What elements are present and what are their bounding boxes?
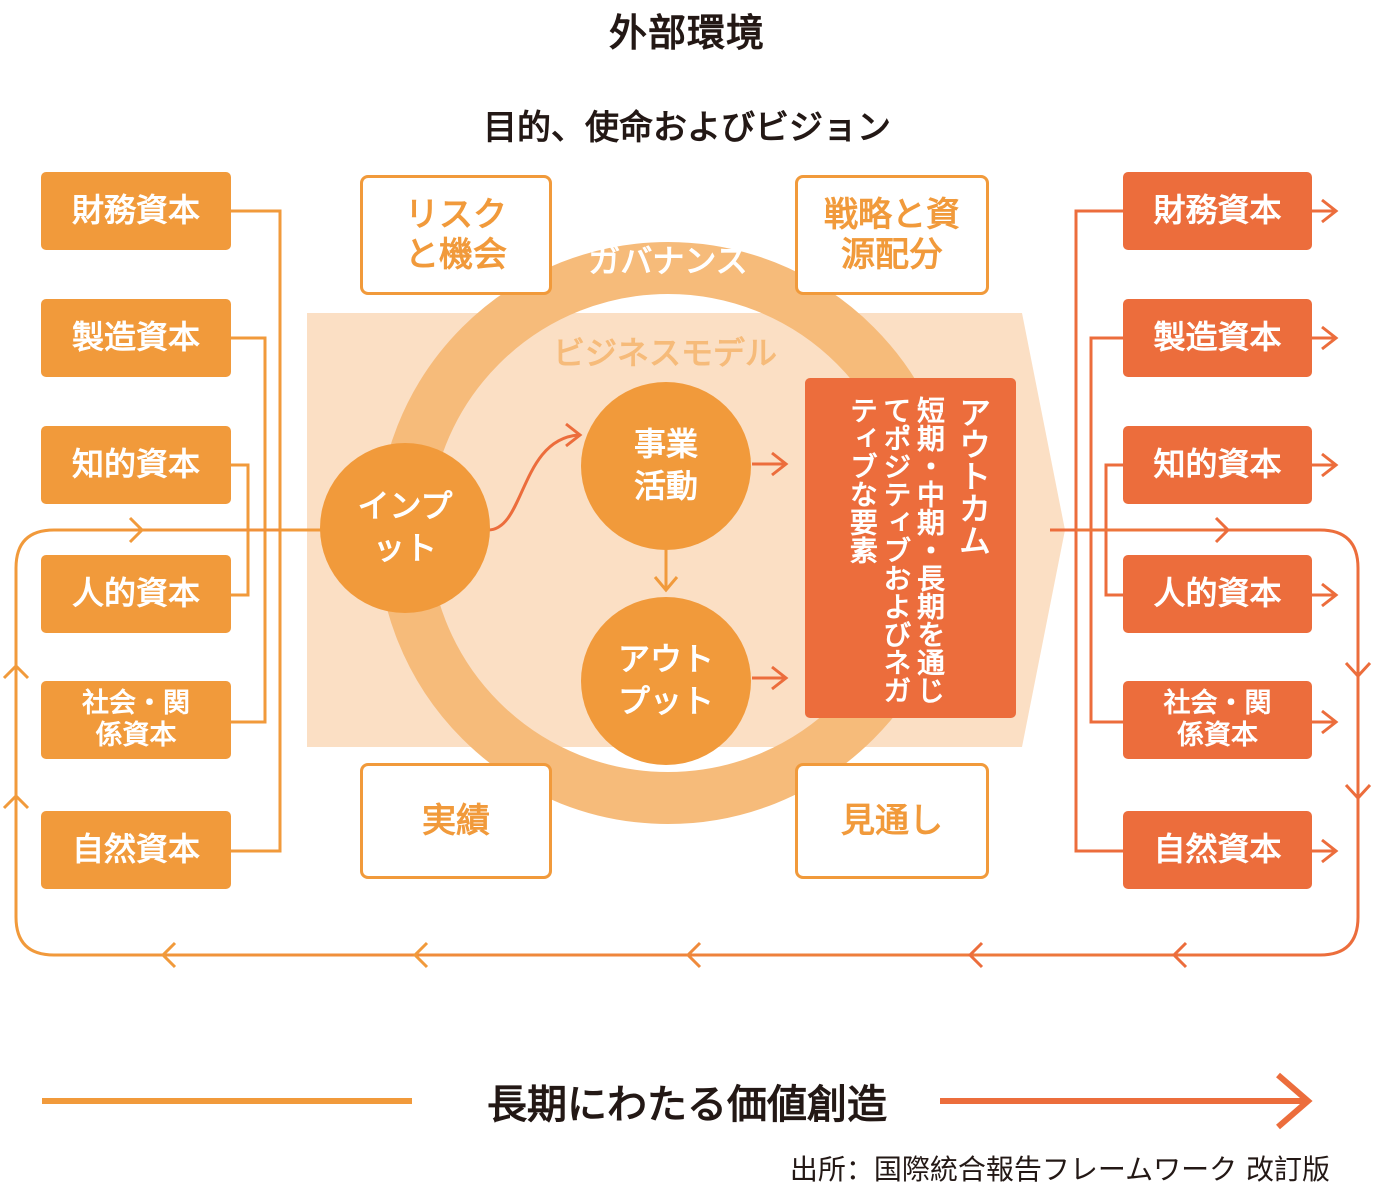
left-capital-intellectual: 知的資本	[41, 426, 231, 504]
outcome-title: アウトカム	[954, 396, 992, 556]
long-term-value-creation-label: 長期にわたる価値創造	[487, 1082, 887, 1128]
page-title: 外部環境	[608, 11, 765, 55]
strategy-resource-allocation-box: 戦略と資源配分	[795, 175, 989, 295]
right-capital-social-relationship: 社会・関係資本	[1123, 681, 1312, 759]
right-capital-manufactured: 製造資本	[1123, 299, 1312, 377]
performance-box: 実績	[360, 763, 552, 879]
left-capital-manufactured: 製造資本	[41, 299, 231, 377]
right-capital-human: 人的資本	[1123, 555, 1312, 633]
internal-flow-arrows	[487, 422, 789, 691]
purpose-mission-vision-label: 目的、使命およびビジョン	[483, 108, 891, 148]
outlook-box: 見通し	[795, 763, 989, 879]
feedback-loop-chevrons	[2, 516, 1372, 969]
left-capital-human: 人的資本	[41, 555, 231, 633]
right-capital-intellectual: 知的資本	[1123, 426, 1312, 504]
business-activities-circle: 事業活動	[581, 382, 751, 550]
risks-opportunities-box: リスクと機会	[360, 175, 552, 295]
left-capital-social-relationship: 社会・関係資本	[41, 681, 231, 759]
value-creation-arrow	[42, 1072, 1313, 1130]
left-capital-financial: 財務資本	[41, 172, 231, 250]
governance-label: ガバナンス	[588, 242, 748, 280]
outcome-description: 短期・中期・長期を通じてポジティブおよびネガティブな要素	[845, 396, 946, 704]
source-note: 出所：国際統合報告フレームワーク 改訂版	[789, 1153, 1330, 1186]
outcome-box: アウトカム 短期・中期・長期を通じてポジティブおよびネガティブな要素	[805, 378, 1016, 718]
input-circle: インプット	[320, 443, 490, 613]
business-model-label: ビジネスモデル	[552, 334, 777, 372]
left-capital-natural: 自然資本	[41, 811, 231, 889]
output-circle: アウトプット	[581, 597, 751, 765]
right-capital-financial: 財務資本	[1123, 172, 1312, 250]
right-capital-natural: 自然資本	[1123, 811, 1312, 889]
